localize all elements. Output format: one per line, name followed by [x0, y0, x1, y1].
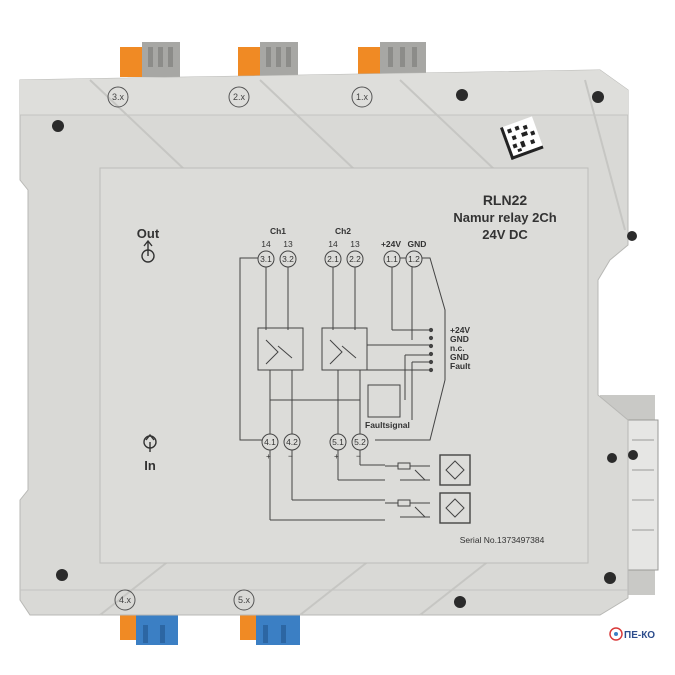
bottom-connector-4x — [120, 615, 178, 645]
ch1-pin-14: 14 — [261, 239, 271, 249]
power-pin-gnd: GND — [408, 239, 427, 249]
model-name: RLN22 — [483, 192, 528, 208]
terminal-1-1: 1.1 — [383, 250, 401, 268]
svg-text:1.x: 1.x — [356, 92, 369, 102]
device-description: Namur relay 2Ch — [453, 210, 556, 225]
terminal-3-1: 3.1 — [257, 250, 275, 268]
svg-text:1.1: 1.1 — [386, 254, 398, 264]
slot-label-2x: 2.x — [228, 86, 250, 108]
mount-hole-bottom-left — [56, 569, 68, 581]
terminal-2-1: 2.1 — [324, 250, 342, 268]
mount-hole-top-right — [592, 91, 604, 103]
slot-label-5x: 5.x — [233, 589, 255, 611]
terminal-2-2: 2.2 — [346, 250, 364, 268]
ch2-label: Ch2 — [335, 226, 351, 236]
mount-hole-top-mid — [456, 89, 468, 101]
svg-text:2.2: 2.2 — [349, 254, 361, 264]
bus-label-gnd-2: GND — [450, 352, 469, 362]
mount-hole-bottom-right — [604, 572, 616, 584]
polarity-4-2: − — [288, 451, 293, 461]
svg-text:5.1: 5.1 — [332, 437, 344, 447]
mount-hole-top-left — [52, 120, 64, 132]
label-panel — [99, 167, 589, 564]
svg-text:5.2: 5.2 — [354, 437, 366, 447]
svg-text:2.x: 2.x — [233, 92, 246, 102]
bus-label-gnd-1: GND — [450, 334, 469, 344]
terminal-3-2: 3.2 — [279, 250, 297, 268]
svg-text:4.1: 4.1 — [264, 437, 276, 447]
terminal-5-1: 5.1 — [329, 433, 347, 451]
ch2-pin-13: 13 — [350, 239, 360, 249]
power-pin-24v: +24V — [381, 239, 401, 249]
bus-label-nc: n.c. — [450, 343, 465, 353]
slot-label-3x: 3.x — [107, 86, 129, 108]
terminal-1-2: 1.2 — [405, 250, 423, 268]
svg-text:5.x: 5.x — [238, 595, 251, 605]
polarity-4-1: + — [266, 451, 271, 461]
svg-text:3.1: 3.1 — [260, 254, 272, 264]
svg-text:2.1: 2.1 — [327, 254, 339, 264]
bus-label-24v: +24V — [450, 325, 470, 335]
faultsignal-label: Faultsignal — [365, 420, 410, 430]
mount-hole-bottom-mid — [454, 596, 466, 608]
terminal-4-2: 4.2 — [283, 433, 301, 451]
terminal-4-1: 4.1 — [261, 433, 279, 451]
svg-text:4.2: 4.2 — [286, 437, 298, 447]
watermark-logo: ПЕ-КО — [609, 627, 655, 641]
top-connector-2x — [238, 42, 298, 77]
device-voltage: 24V DC — [482, 227, 528, 242]
out-label: Out — [137, 226, 160, 241]
polarity-5-1: + — [334, 451, 339, 461]
slot-label-1x: 1.x — [351, 86, 373, 108]
svg-text:4.x: 4.x — [119, 595, 132, 605]
polarity-5-2: − — [356, 451, 361, 461]
in-symbol-icon — [143, 433, 157, 452]
svg-text:3.2: 3.2 — [282, 254, 294, 264]
svg-text:3.x: 3.x — [112, 92, 125, 102]
terminal-5-2: 5.2 — [351, 433, 369, 451]
svg-text:ПЕ-КО: ПЕ-КО — [624, 630, 655, 641]
datamatrix-code — [500, 116, 544, 160]
serial-number: Serial No.1373497384 — [460, 535, 545, 545]
top-connector-1x — [358, 42, 426, 77]
in-label: In — [144, 458, 156, 473]
ch1-label: Ch1 — [270, 226, 286, 236]
ch1-pin-13: 13 — [283, 239, 293, 249]
wiring-diagram — [239, 257, 471, 524]
bus-label-fault: Fault — [450, 361, 470, 371]
out-symbol-icon — [141, 239, 155, 263]
ch2-pin-14: 14 — [328, 239, 338, 249]
bottom-connector-5x — [240, 615, 300, 645]
slot-label-4x: 4.x — [114, 589, 136, 611]
svg-text:1.2: 1.2 — [408, 254, 420, 264]
top-connector-3x — [120, 42, 180, 77]
